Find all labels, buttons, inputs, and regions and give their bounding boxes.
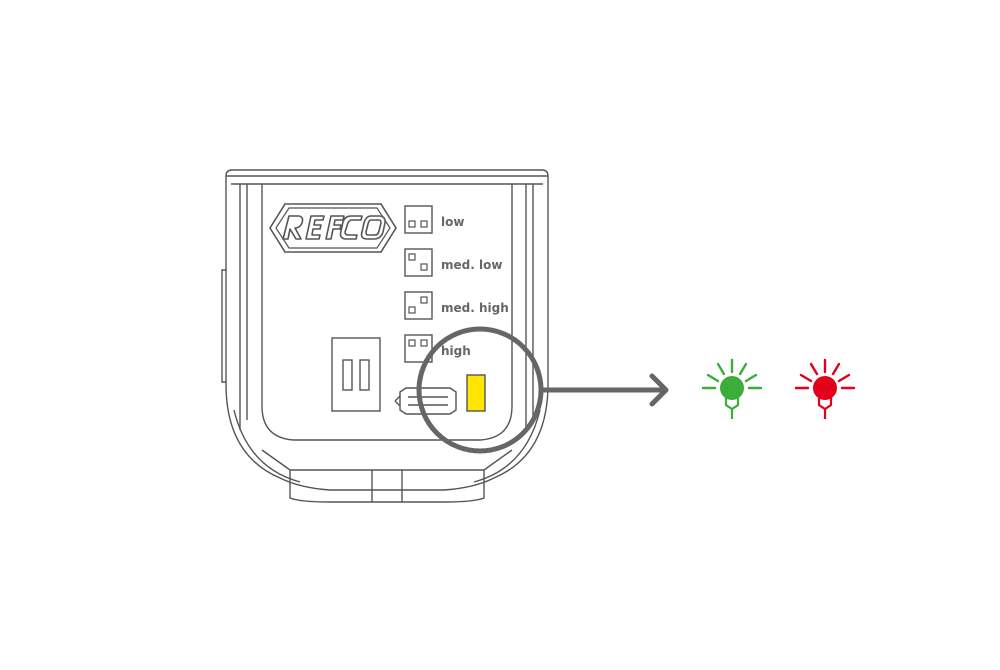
dip-switch-icon bbox=[404, 205, 433, 234]
led-ray bbox=[738, 362, 748, 376]
battery-slot bbox=[331, 337, 381, 412]
level-label: low bbox=[441, 215, 464, 229]
dip-switch-toggle bbox=[420, 220, 428, 228]
dip-switch-toggle bbox=[420, 263, 428, 271]
red-led bbox=[794, 358, 856, 419]
led-ray bbox=[716, 362, 726, 376]
level-label: med. high bbox=[441, 301, 509, 315]
level-row: low bbox=[404, 205, 464, 234]
dip-switch-toggle bbox=[408, 339, 416, 347]
led-ray bbox=[837, 373, 851, 383]
green-led bbox=[701, 358, 763, 419]
level-label: med. low bbox=[441, 258, 502, 272]
led-ray bbox=[809, 362, 819, 376]
dip-switch-toggle bbox=[420, 296, 428, 304]
led-ray bbox=[831, 362, 841, 376]
level-row: high bbox=[404, 334, 471, 363]
dip-switch-toggle bbox=[420, 339, 428, 347]
dip-switch-toggle bbox=[408, 220, 416, 228]
level-label: high bbox=[441, 344, 471, 358]
dip-switch-toggle bbox=[408, 253, 416, 261]
dip-switch-icon bbox=[404, 248, 433, 277]
slide-button bbox=[394, 387, 457, 415]
level-row: med. low bbox=[404, 248, 502, 277]
level-row: med. high bbox=[404, 291, 509, 320]
led-ray bbox=[799, 373, 813, 383]
device-body bbox=[221, 169, 549, 503]
result-leds bbox=[701, 358, 856, 419]
led-ray bbox=[744, 373, 758, 383]
led-ray bbox=[706, 373, 720, 383]
status-led bbox=[466, 374, 486, 412]
dip-switch-toggle bbox=[408, 306, 416, 314]
sensitivity-levels: low med. low med. high high bbox=[404, 205, 509, 363]
dip-switch-icon bbox=[404, 291, 433, 320]
led-bulb-icon bbox=[720, 376, 744, 400]
callout bbox=[416, 326, 669, 454]
brand-logo bbox=[269, 203, 397, 253]
callout-arrow-head bbox=[649, 373, 669, 407]
led-bulb-icon bbox=[813, 376, 837, 400]
